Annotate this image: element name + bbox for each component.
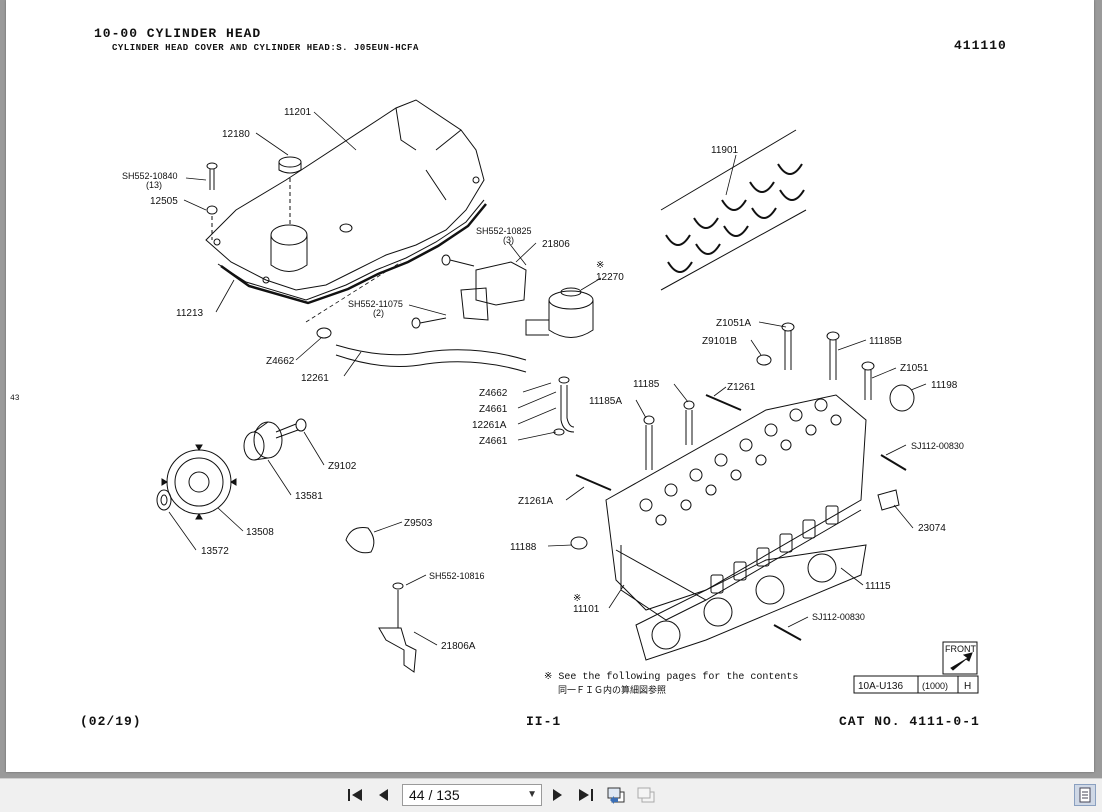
ref-qty: (1000) (922, 681, 948, 691)
prev-page-icon (379, 789, 388, 801)
breather-12270-drawing (525, 287, 594, 338)
side-page-mark: 43 (10, 394, 20, 403)
label-11115: 11115 (865, 581, 891, 592)
label-13572: 13572 (201, 546, 229, 557)
label-12270: 12270 (596, 272, 624, 283)
ref-code: 10A-U136 (858, 681, 903, 692)
bearing-set-11901-drawing (660, 129, 807, 291)
label-11185: 11185 (633, 379, 660, 390)
footer-page: II-1 (526, 714, 562, 729)
label-sh552-10825-qty: (3) (503, 235, 514, 245)
pipe-12261a-drawing (553, 376, 575, 436)
hub-13581-drawing (243, 421, 283, 461)
footer-catalog-number: CAT NO. 4111-0-1 (839, 714, 980, 729)
prev-page-button[interactable] (373, 785, 393, 805)
label-11185a: 11185A (589, 396, 622, 407)
label-13581: 13581 (295, 491, 323, 502)
footer-date: (02/19) (80, 714, 142, 729)
label-11198: 11198 (931, 380, 958, 391)
label-z4662-b: Z4662 (479, 388, 508, 399)
note-line-1: ※ See the following pages for the conten… (544, 672, 799, 683)
next-page-button[interactable] (548, 785, 568, 805)
label-12261: 12261 (301, 373, 329, 384)
cylinder-head-drawing (605, 394, 867, 621)
label-sh552-10816: SH552-10816 (429, 571, 485, 581)
label-21806a: 21806A (441, 641, 476, 652)
label-11201: 11201 (284, 107, 312, 118)
viewer-toolbar: 44 / 135 ▼ (0, 778, 1102, 812)
washer-13572-drawing (156, 489, 172, 511)
label-11901: 11901 (711, 145, 739, 156)
label-sj112-00830-a: SJ112-00830 (911, 441, 964, 451)
mark-11101: ※ (573, 593, 581, 604)
head-gasket-drawing (635, 544, 867, 661)
bolt-z9102-drawing (275, 418, 307, 439)
sidebar-toggle-button[interactable] (1074, 784, 1096, 806)
forward-view-icon (637, 787, 655, 803)
label-sh552-11075-qty: (2) (373, 308, 384, 318)
label-11188: 11188 (510, 542, 537, 553)
head-bolts-drawing (570, 322, 915, 641)
label-12505: 12505 (150, 196, 178, 207)
label-z1051: Z1051 (900, 363, 929, 374)
clamp-z9503-drawing (345, 527, 375, 554)
label-z9102: Z9102 (328, 461, 357, 472)
catalog-page: 10-00 CYLINDER HEAD CYLINDER HEAD COVER … (6, 0, 1094, 772)
label-12180: 12180 (222, 129, 250, 140)
page-indicator: 44 / 135 (409, 787, 460, 803)
label-z1261a: Z1261A (518, 496, 553, 507)
sidebar-toggle-icon (1079, 787, 1091, 803)
label-12261a: 12261A (472, 420, 507, 431)
mark-12270: ※ (596, 260, 604, 271)
label-11213: 11213 (176, 308, 204, 319)
ref-letter: H (964, 681, 971, 692)
note-line-2: 同一ＦＩＧ内の算細図参照 (558, 686, 667, 696)
label-z4661-a: Z4661 (479, 404, 508, 415)
page-title: 10-00 CYLINDER HEAD (94, 26, 262, 41)
first-page-button[interactable] (345, 785, 365, 805)
page-subtitle: CYLINDER HEAD COVER AND CYLINDER HEAD:S.… (112, 43, 419, 53)
document-viewer[interactable]: 10-00 CYLINDER HEAD CYLINDER HEAD COVER … (0, 0, 1102, 778)
leader-lines (168, 111, 927, 646)
bolt-sh552-10840-drawing (206, 162, 218, 240)
front-indicator-drawing (942, 641, 978, 675)
oil-cap-drawing (278, 156, 302, 225)
timing-gear-13508-drawing (161, 444, 237, 520)
forward-view-button[interactable] (636, 785, 656, 805)
label-23074: 23074 (918, 523, 946, 534)
bracket-21806a-drawing (378, 582, 417, 673)
label-sh552-10840-qty: (13) (146, 180, 162, 190)
label-11185b: 11185B (869, 336, 902, 347)
page-number-select[interactable]: 44 / 135 ▼ (402, 784, 542, 806)
exploded-parts-diagram: 11201 12180 SH552-10840 (13) 12505 11213… (122, 99, 979, 694)
label-z4661-b: Z4661 (479, 436, 508, 447)
reference-box-frame (853, 675, 979, 694)
label-sj112-00830-b: SJ112-00830 (812, 612, 865, 622)
label-z1051a: Z1051A (716, 318, 751, 329)
front-label: FRONT (945, 644, 976, 654)
label-z1261: Z1261 (727, 382, 756, 393)
label-z9101b: Z9101B (702, 336, 737, 347)
first-page-icon (348, 789, 362, 801)
label-sh552-10825: SH552-10825 (476, 226, 532, 236)
back-view-button[interactable] (606, 785, 626, 805)
label-z4662-a: Z4662 (266, 356, 295, 367)
chevron-down-icon: ▼ (527, 789, 537, 800)
bracket-21806-drawing (411, 254, 527, 329)
label-z9503: Z9503 (404, 518, 433, 529)
last-page-button[interactable] (576, 785, 596, 805)
cylinder-head-cover-drawing (205, 99, 487, 305)
last-page-icon (579, 789, 593, 801)
label-13508: 13508 (246, 527, 274, 538)
label-21806: 21806 (542, 239, 570, 250)
label-sh552-10840: SH552-10840 (122, 171, 178, 181)
back-view-icon (607, 787, 625, 804)
label-sh552-11075: SH552-11075 (348, 299, 403, 309)
hose-12261-drawing (316, 327, 527, 373)
catalog-code: 411110 (954, 38, 1007, 53)
next-page-icon (553, 789, 562, 801)
label-11101: 11101 (573, 604, 600, 615)
